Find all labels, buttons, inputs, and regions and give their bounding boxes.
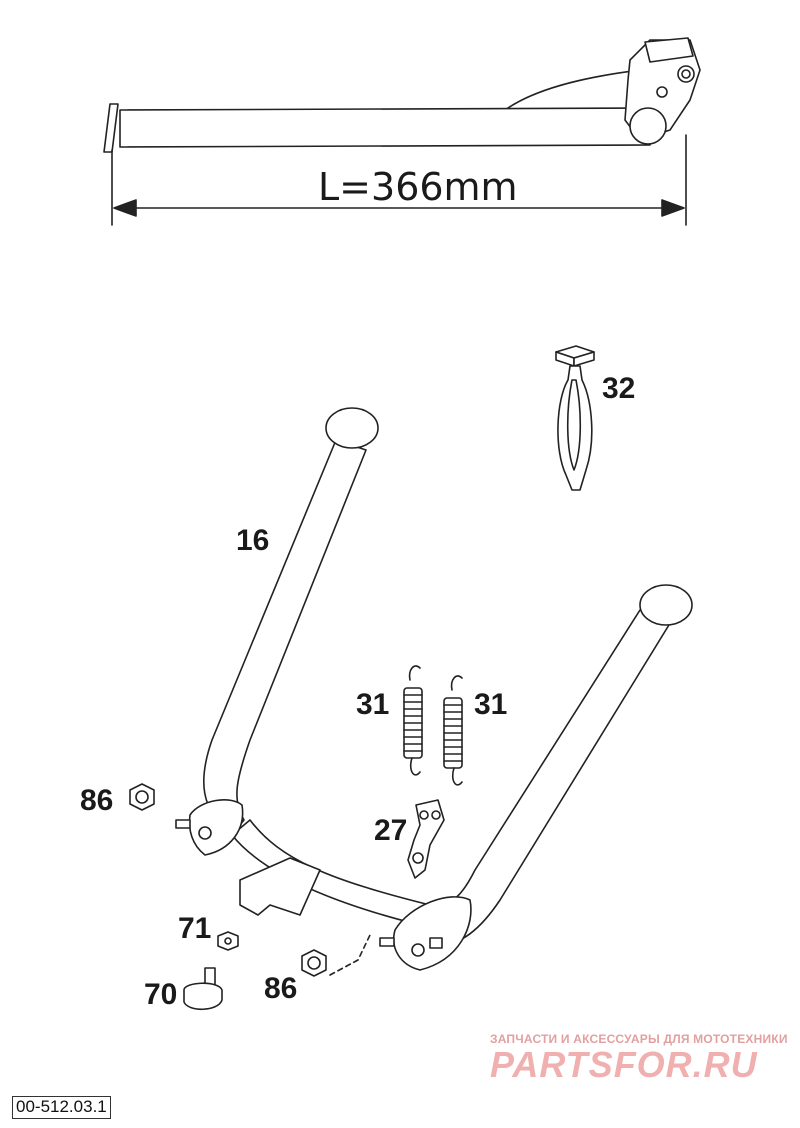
nut-86-upper [129, 783, 155, 811]
callout-16: 16 [236, 524, 270, 557]
rubber-stop-70 [183, 967, 223, 1011]
spring-31-left [403, 665, 423, 776]
callout-27: 27 [374, 814, 408, 847]
bracket-27 [407, 799, 445, 879]
watermark-tagline: ЗАПЧАСТИ И АКСЕССУАРЫ ДЛЯ МОТОТЕХНИКИ [490, 1032, 788, 1046]
dimension-label: L=366mm [318, 165, 518, 209]
callout-31-left: 31 [356, 688, 390, 721]
spring-31-right [443, 675, 463, 786]
dashed-assembly-line [329, 934, 371, 976]
dimension-line [111, 134, 687, 226]
nut-71 [217, 931, 239, 951]
nut-86-lower [301, 949, 327, 977]
callout-31-right: 31 [474, 688, 508, 721]
spring-tool-32 [555, 345, 595, 491]
stand-side-view [103, 37, 701, 153]
callout-86-lower: 86 [264, 972, 298, 1005]
bolt-pins [175, 819, 443, 949]
callout-70: 70 [144, 978, 178, 1011]
callout-86-upper: 86 [80, 784, 114, 817]
watermark-logo: PARTSFOR.RU [490, 1044, 758, 1085]
diagram-code: 00-512.03.1 [12, 1096, 111, 1119]
center-stand-16 [188, 407, 693, 971]
callout-32: 32 [602, 372, 636, 405]
callout-71: 71 [178, 912, 212, 945]
